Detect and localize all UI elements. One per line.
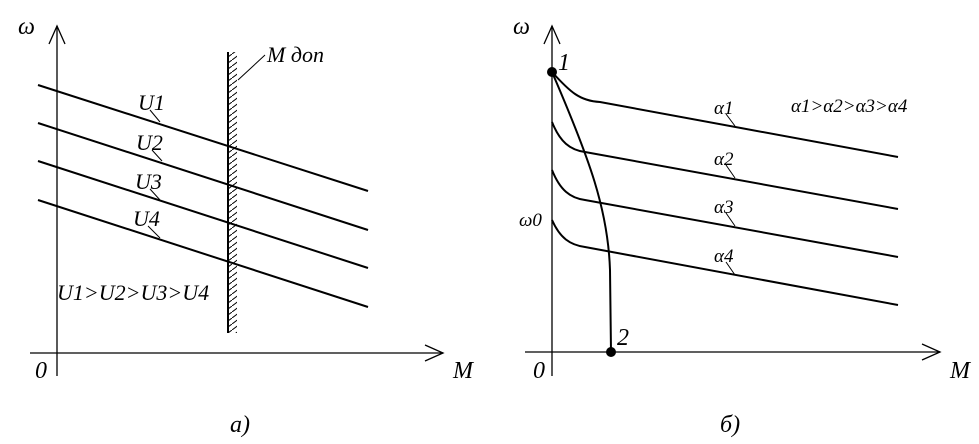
panel-b-y-axis-label: ω: [513, 14, 530, 40]
panel-a-label-u3: U3: [135, 169, 162, 194]
panel-b: ω M 0 ω0 1 2 α1 α2 α3 α4 α1>α2>α3>α4 б): [513, 14, 972, 438]
panel-a-curve-u1: [37, 84, 369, 192]
panel-b-omega0-label: ω0: [519, 210, 542, 231]
panel-a-relation: U1>U2>U3>U4: [57, 280, 209, 305]
panel-a-x-axis-label: M: [452, 358, 475, 384]
panel-a: ω M 0 M доп U1 U2 U3 U4 U1>U2>U3>U4 а): [18, 14, 475, 438]
panel-b-curve-a4: [551, 219, 899, 306]
panel-a-label-u2: U2: [136, 130, 163, 155]
panel-a-curve-u4: [37, 199, 369, 308]
panel-b-label-a2: α2: [714, 149, 734, 170]
panel-b-label-a4: α4: [714, 246, 734, 267]
panel-b-leader-a3: [725, 212, 736, 227]
panel-b-leader-a2: [725, 164, 736, 179]
panel-b-curve-a1: [551, 71, 899, 158]
panel-a-curve-u2: [37, 122, 369, 231]
panel-a-label-u1: U1: [138, 90, 165, 115]
panel-a-curve-u3: [37, 160, 369, 269]
panel-b-trajectory: [551, 71, 612, 353]
panel-b-leader-a4: [725, 261, 736, 276]
panel-b-y-arrow: [543, 24, 561, 45]
panel-a-caption: а): [230, 412, 250, 438]
panel-b-label-a3: α3: [714, 197, 733, 218]
panel-a-label-u4: U4: [133, 206, 160, 231]
panel-b-x-arrow: [921, 343, 942, 361]
panel-a-limit-leader: [237, 54, 266, 81]
panel-a-leader-u4: [147, 225, 161, 239]
panel-b-caption: б): [720, 412, 740, 438]
panel-a-leader-u3: [149, 188, 161, 201]
panel-a-y-axis-label: ω: [18, 14, 35, 40]
panel-b-relation: α1>α2>α3>α4: [791, 96, 908, 117]
panel-b-curve-a3: [551, 169, 899, 258]
panel-a-origin-label: 0: [35, 358, 47, 384]
panel-b-point-2-label: 2: [617, 325, 629, 351]
panel-b-point-1: [547, 67, 557, 77]
panel-b-x-axis-label: M: [949, 358, 972, 384]
panel-b-origin-label: 0: [533, 358, 545, 384]
panel-a-limit-hatch: [229, 52, 237, 333]
panel-a-leader-u1: [149, 109, 161, 123]
panel-b-point-2: [606, 347, 616, 357]
panel-b-point-1-label: 1: [558, 50, 570, 76]
panel-b-leader-a1: [725, 113, 736, 127]
panel-a-limit-label: M доп: [266, 42, 324, 67]
panel-a-leader-u2: [151, 149, 163, 162]
panel-a-y-arrow: [48, 24, 66, 45]
panel-b-label-a1: α1: [714, 98, 733, 119]
panel-a-x-arrow: [424, 344, 445, 362]
